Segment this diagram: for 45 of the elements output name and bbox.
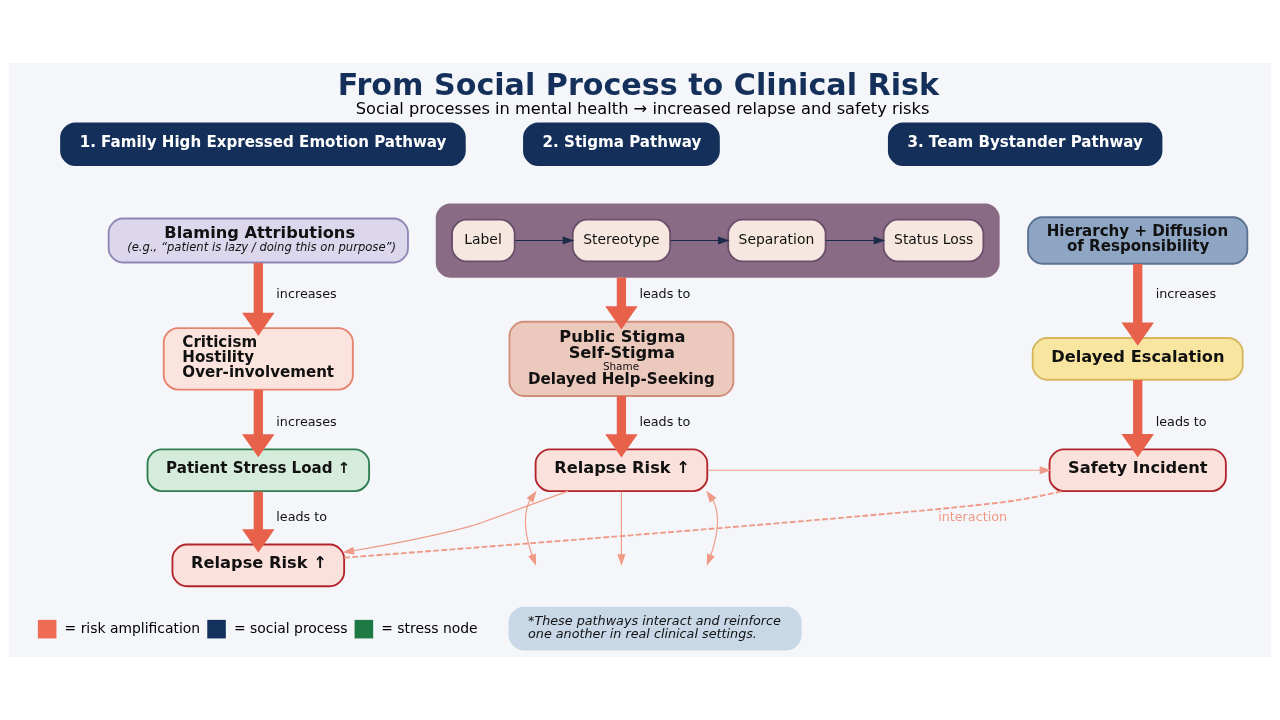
arrow bbox=[1121, 380, 1154, 458]
node-box: Patient Stress Load ↑ bbox=[146, 448, 371, 493]
node-box: 3. Team Bystander Pathway bbox=[887, 122, 1163, 166]
edge-label: increases bbox=[1155, 286, 1217, 302]
node-box: Label bbox=[451, 218, 516, 263]
arrow bbox=[669, 236, 730, 245]
cluster bbox=[435, 203, 1000, 278]
arrow bbox=[242, 491, 275, 553]
arrow bbox=[706, 490, 718, 566]
edge-label: leads to bbox=[276, 509, 328, 525]
arrow bbox=[605, 396, 638, 458]
arrow bbox=[825, 236, 886, 245]
node-box: 2. Stigma Pathway bbox=[523, 122, 720, 166]
arrow bbox=[242, 389, 275, 458]
node-box: Stereotype bbox=[571, 218, 672, 263]
edge-label: leads to bbox=[639, 286, 691, 302]
arrow bbox=[707, 466, 1052, 475]
edge-label: increases bbox=[276, 413, 337, 429]
node-box: Relapse Risk ↑ bbox=[171, 543, 346, 588]
edge-label: interaction bbox=[938, 509, 1008, 525]
node-box: 1. Family High Expressed Emotion Pathway bbox=[60, 122, 466, 166]
connector bbox=[343, 490, 1064, 559]
edge-label: leads to bbox=[639, 413, 691, 429]
legend-label: = stress node bbox=[381, 619, 478, 636]
arrow bbox=[525, 490, 537, 566]
arrow bbox=[514, 236, 575, 245]
node-box: Status Loss bbox=[882, 218, 985, 263]
node-box: Relapse Risk ↑ bbox=[534, 448, 709, 493]
node-box: *These pathways interact and reinforce one another in real clinical settings. bbox=[508, 606, 802, 651]
arrow bbox=[342, 490, 569, 555]
arrow bbox=[242, 262, 275, 336]
node-box: Criticism Hostility Over-involvement bbox=[162, 327, 354, 391]
legend-label: = risk amplification bbox=[64, 619, 201, 636]
legend-label: = social process bbox=[233, 619, 348, 636]
node-box: Public Stigma Self-Stigma Shame Delayed Help-Seeking bbox=[508, 320, 735, 397]
arrow bbox=[605, 277, 638, 330]
node-box: Safety Incident bbox=[1048, 448, 1227, 493]
node-box: Separation bbox=[727, 218, 827, 263]
node-box: Blaming Attributions (e.g., “patient is lazy / doing this on purpose”) bbox=[107, 217, 409, 264]
node-box: Hierarchy + Diffusion of Responsibility bbox=[1027, 216, 1249, 265]
node-box: Delayed Escalation bbox=[1031, 337, 1244, 381]
edge-label: leads to bbox=[1155, 413, 1207, 429]
arrow bbox=[617, 491, 626, 566]
arrow bbox=[1121, 264, 1154, 346]
edge-label: increases bbox=[276, 286, 337, 302]
